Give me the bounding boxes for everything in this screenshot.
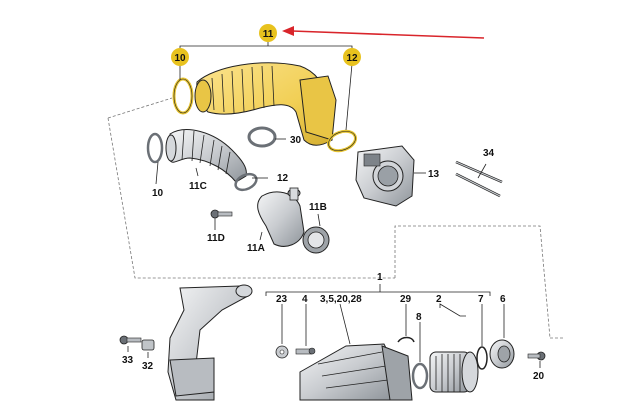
svg-text:11: 11 [263, 29, 274, 40]
label-10-lower[interactable]: 10 [152, 188, 164, 199]
washer-23[interactable] [275, 345, 289, 359]
label-8[interactable]: 8 [416, 312, 422, 323]
screw-11d[interactable] [210, 209, 233, 219]
cap-6[interactable] [489, 339, 515, 369]
label-2[interactable]: 2 [436, 294, 442, 305]
screw-20[interactable] [527, 351, 546, 361]
label-29[interactable]: 29 [400, 294, 412, 305]
label-11c[interactable]: 11C [189, 181, 207, 192]
clip-29[interactable] [397, 336, 415, 343]
screw-33[interactable] [119, 335, 142, 345]
callout-11[interactable]: 11 [259, 24, 277, 42]
ring-8[interactable] [411, 362, 429, 390]
label-30[interactable]: 30 [290, 135, 302, 146]
label-20[interactable]: 20 [533, 371, 545, 382]
intake-pipe-lower[interactable] [167, 284, 253, 401]
label-11b[interactable]: 11B [309, 202, 327, 213]
throttle-body-13[interactable] [355, 145, 415, 207]
label-6[interactable]: 6 [500, 294, 506, 305]
filter-element-2[interactable] [429, 351, 479, 393]
callout-10[interactable]: 10 [171, 48, 189, 66]
label-7[interactable]: 7 [478, 294, 484, 305]
clamp-12-lower[interactable] [233, 171, 259, 193]
hose-11c[interactable] [165, 129, 247, 183]
label-3-5-20-28[interactable]: 3,5,20,28 [320, 294, 362, 305]
label-34[interactable]: 34 [483, 148, 495, 159]
label-11d[interactable]: 11D [207, 233, 225, 244]
label-32[interactable]: 32 [142, 361, 154, 372]
label-4[interactable]: 4 [302, 294, 308, 305]
screw-4[interactable] [295, 347, 316, 355]
clamp-10-lower[interactable] [146, 132, 164, 164]
bolts-34[interactable] [455, 160, 503, 198]
label-33[interactable]: 33 [122, 355, 134, 366]
svg-text:12: 12 [346, 53, 358, 64]
clamp-10[interactable] [172, 77, 194, 115]
label-12-lower[interactable]: 12 [277, 173, 289, 184]
connector-11a[interactable] [257, 187, 305, 247]
o-ring-7[interactable] [476, 346, 488, 370]
intake-duct-11[interactable] [194, 62, 337, 146]
clip-32[interactable] [141, 339, 155, 351]
label-23[interactable]: 23 [276, 294, 288, 305]
air-filter-housing[interactable] [299, 343, 413, 401]
o-ring-30[interactable] [247, 126, 277, 148]
red-pointer-arrow-icon [282, 26, 485, 39]
label-11a[interactable]: 11A [247, 243, 265, 254]
label-13[interactable]: 13 [428, 169, 440, 180]
label-1[interactable]: 1 [377, 272, 383, 283]
assembly-outline [107, 97, 565, 339]
svg-text:10: 10 [174, 53, 186, 64]
clamp-12[interactable] [326, 128, 358, 154]
callout-12[interactable]: 12 [343, 48, 361, 66]
seal-11b[interactable] [302, 226, 330, 254]
